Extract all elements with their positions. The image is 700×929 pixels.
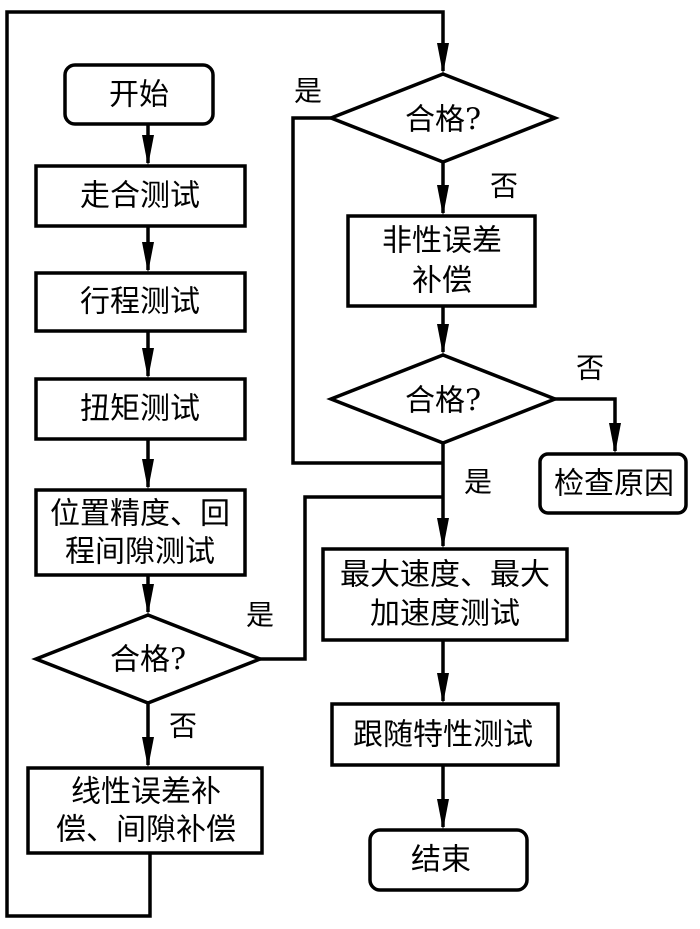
node-break-in-test: 走合测试 [34,164,247,228]
node-nonlinear-comp: 非性误差 补偿 [346,214,537,308]
edge-decision-2-yes [291,116,443,465]
node-nonlinear-comp-line-1: 非性误差 [382,224,502,259]
arrowhead [609,423,621,454]
node-position-test-line-2: 程间隙测试 [65,535,215,570]
node-max-speed-test: 最大速度、最大 加速度测试 [321,547,569,642]
label-decision-2-no: 否 [490,170,518,203]
label-decision-1-yes: 是 [246,599,274,632]
arrowhead [142,459,154,490]
node-follow-test: 跟随特性测试 [330,702,560,767]
node-decision-1-label: 合格? [110,643,186,678]
arrowhead [142,584,154,615]
arrowhead [142,348,154,379]
edge-linear-comp-loop [5,10,445,918]
node-linear-comp-line-1: 线性误差补 [71,775,221,810]
node-stroke-test-label: 行程测试 [80,285,200,320]
label-decision-2-yes: 是 [294,75,322,108]
node-start: 开始 [63,63,215,126]
node-check-cause: 检查原因 [538,452,688,515]
node-position-test: 位置精度、回 程间隙测试 [34,488,247,577]
node-end-label: 结束 [411,843,471,878]
node-max-speed-test-line-2: 加速度测试 [370,597,520,632]
label-decision-1-no: 否 [169,710,197,743]
node-stroke-test: 行程测试 [34,271,247,333]
arrowhead [437,673,449,704]
node-end: 结束 [368,828,529,892]
node-torque-test: 扭矩测试 [34,377,247,441]
node-linear-comp: 线性误差补 偿、间隙补偿 [26,766,264,855]
arrowhead [437,43,449,74]
node-linear-comp-line-2: 偿、间隙补偿 [56,813,236,848]
label-decision-3-no: 否 [576,352,604,385]
node-torque-test-label: 扭矩测试 [80,392,200,427]
arrowhead [142,242,154,273]
node-nonlinear-comp-line-2: 补偿 [412,264,472,299]
edge-decision-3-no [555,397,617,451]
node-decision-3-label: 合格? [405,384,481,419]
arrowhead [142,135,154,166]
node-break-in-test-label: 走合测试 [80,179,200,214]
arrowhead [437,185,449,216]
node-start-label: 开始 [109,78,169,113]
node-follow-test-label: 跟随特性测试 [353,718,533,753]
arrowhead [437,324,449,355]
node-decision-2-label: 合格? [405,103,481,138]
arrowhead [142,737,154,768]
node-decision-2: 合格? [326,72,560,164]
node-position-test-line-1: 位置精度、回 [50,497,230,532]
node-max-speed-test-line-1: 最大速度、最大 [340,558,550,593]
edge-decision-1-yes [260,495,443,661]
arrowhead [437,799,449,830]
label-decision-3-yes: 是 [464,466,492,499]
node-decision-1: 合格? [31,613,265,705]
node-decision-3: 合格? [326,353,560,445]
node-check-cause-label: 检查原因 [554,467,674,502]
arrowhead [437,518,449,549]
